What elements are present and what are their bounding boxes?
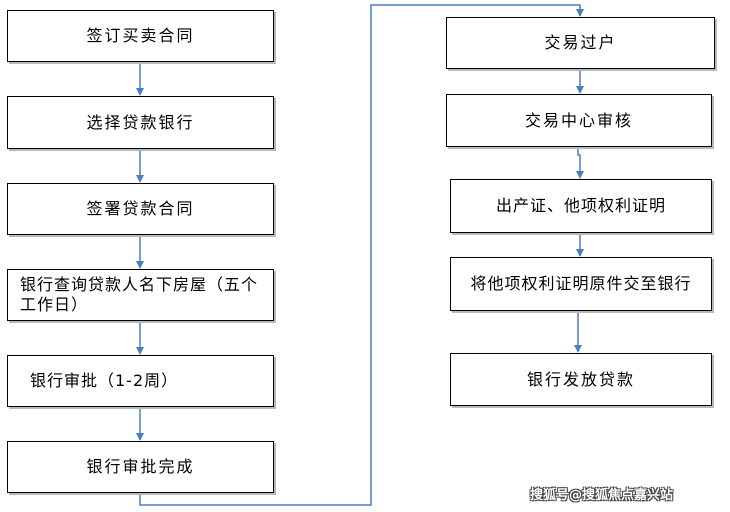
step-bank-property-check: 银行查询贷款人名下房屋（五个工作日） xyxy=(7,269,274,321)
step-label: 银行审批（1-2周） xyxy=(30,371,179,390)
step-sign-purchase-contract: 签订买卖合同 xyxy=(7,10,274,62)
step-transfer-ownership: 交易过户 xyxy=(446,17,715,69)
step-label: 银行审批完成 xyxy=(86,457,195,476)
step-bank-approval: 银行审批（1-2周） xyxy=(7,355,274,407)
step-label: 银行查询贷款人名下房屋（五个工作日） xyxy=(20,275,259,314)
step-label: 出产证、他项权利证明 xyxy=(495,196,666,215)
watermark-text: 搜狐号@搜狐焦点嘉兴站 xyxy=(530,488,674,503)
step-label: 选择贷款银行 xyxy=(86,112,195,132)
step-label: 签署贷款合同 xyxy=(86,199,195,218)
step-deliver-certificates: 将他项权利证明原件交至银行 xyxy=(450,257,712,311)
step-approval-complete: 银行审批完成 xyxy=(7,441,274,493)
step-bank-disburse-loan: 银行发放贷款 xyxy=(450,353,712,406)
step-label: 银行发放贷款 xyxy=(526,369,635,389)
step-choose-bank: 选择贷款银行 xyxy=(7,96,274,149)
step-center-review: 交易中心审核 xyxy=(446,94,712,147)
step-label: 签订买卖合同 xyxy=(86,26,195,45)
step-label: 交易中心审核 xyxy=(524,110,633,130)
step-sign-loan-contract: 签署贷款合同 xyxy=(7,183,274,235)
step-label: 将他项权利证明原件交至银行 xyxy=(470,274,692,293)
step-label: 交易过户 xyxy=(544,33,617,52)
arrow-r2-r3 xyxy=(576,147,584,179)
step-issue-certificates: 出产证、他项权利证明 xyxy=(450,179,712,233)
arrow-left-to-right xyxy=(139,4,584,506)
